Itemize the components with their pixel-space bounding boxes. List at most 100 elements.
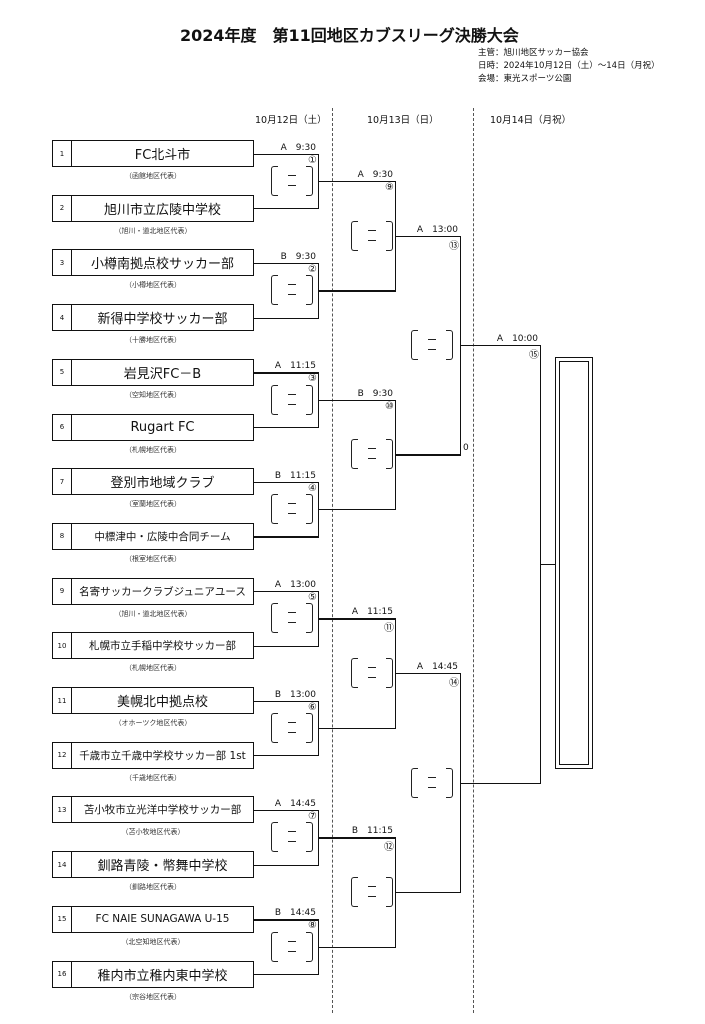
match-number: ① bbox=[308, 154, 317, 166]
team-region: （十勝地区代表） bbox=[125, 336, 181, 345]
match-time: A 13:00 bbox=[416, 224, 458, 235]
match-number: ② bbox=[308, 263, 317, 275]
team-region: （旭川・道北地区代表） bbox=[114, 226, 192, 235]
team-name: 旭川市立広陵中学校 bbox=[103, 202, 221, 218]
team-name: 稚内市立稚内東中学校 bbox=[97, 968, 228, 984]
match-number: ⑤ bbox=[308, 592, 317, 604]
bracket-line bbox=[254, 427, 319, 429]
bracket-line bbox=[318, 946, 396, 948]
bracket-line bbox=[318, 290, 396, 292]
bracket-line bbox=[254, 372, 319, 374]
score-bracket bbox=[271, 384, 313, 415]
team-entry: 8 中標津中・広陵中合同チーム bbox=[52, 522, 254, 550]
bracket-line bbox=[254, 919, 319, 921]
team-region: （北空知地区代表） bbox=[121, 937, 185, 946]
team-seed-number: 14 bbox=[53, 852, 72, 878]
team-entry: 14 釧路青陵・幣舞中学校 bbox=[52, 851, 254, 879]
team-seed-number: 3 bbox=[53, 250, 72, 276]
team-seed-number: 8 bbox=[53, 523, 72, 549]
match-time: A 9:30 bbox=[280, 142, 316, 153]
organizer: 主管：旭川地区サッカー協会 bbox=[478, 48, 589, 58]
match-time: B 11:15 bbox=[351, 826, 393, 837]
day-1-label: 10月12日（土） bbox=[255, 115, 327, 126]
bracket-line bbox=[395, 891, 461, 894]
team-region: （室蘭地区代表） bbox=[125, 500, 181, 509]
match-time: B 11:15 bbox=[274, 470, 316, 481]
match-time: B 9:30 bbox=[357, 388, 393, 399]
team-name: 岩見沢FC－B bbox=[123, 366, 202, 382]
bracket-line bbox=[254, 864, 319, 866]
match-number: ⑮ bbox=[529, 349, 539, 361]
bracket-line bbox=[254, 755, 319, 757]
score-bracket bbox=[271, 603, 313, 634]
team-name: 小樽南拠点校サッカー部 bbox=[90, 257, 234, 273]
bracket-line bbox=[318, 618, 396, 620]
match-time: B 14:45 bbox=[274, 908, 316, 919]
bracket-line bbox=[254, 481, 319, 483]
score-bracket bbox=[411, 329, 453, 360]
team-region: （千歳地区代表） bbox=[125, 773, 181, 782]
team-name: 中標津中・広陵中合同チーム bbox=[94, 530, 231, 543]
team-name: 釧路青陵・幣舞中学校 bbox=[97, 859, 228, 875]
team-region: （札幌地区代表） bbox=[125, 664, 181, 673]
team-name: 名寄サッカークラブジュニアユース bbox=[79, 585, 246, 598]
day-divider bbox=[473, 108, 474, 1013]
bracket-line bbox=[254, 645, 319, 648]
team-name: 美幌北中拠点校 bbox=[116, 695, 208, 710]
team-entry: 7 登別市地域クラブ bbox=[52, 468, 254, 496]
score-bracket bbox=[351, 658, 393, 689]
bracket-line bbox=[254, 536, 319, 538]
match-number: ③ bbox=[308, 373, 317, 385]
champion-box bbox=[555, 357, 593, 769]
score-bracket bbox=[271, 822, 313, 853]
bracket-line bbox=[395, 673, 461, 675]
score-bracket bbox=[271, 165, 313, 196]
day-3-label: 10月14日（月祝） bbox=[490, 115, 572, 126]
team-name: 札幌市立手稲中学校サッカー部 bbox=[89, 640, 236, 653]
score-bracket bbox=[351, 876, 393, 907]
match-time: A 14:45 bbox=[274, 798, 316, 809]
team-region: （宗谷地区代表） bbox=[125, 992, 181, 1001]
dates: 日時：2024年10月12日（土）～14日（月祝） bbox=[478, 61, 660, 71]
team-region: （オホーツク地区代表） bbox=[114, 719, 192, 727]
team-entry: 9 名寄サッカークラブジュニアユース bbox=[52, 577, 254, 605]
score-bracket bbox=[271, 494, 313, 525]
match-number: ⑩ bbox=[385, 400, 394, 412]
match-time: B 13:00 bbox=[274, 689, 316, 700]
score-bracket bbox=[271, 712, 313, 743]
bracket-line bbox=[254, 208, 319, 210]
match-number: ⑭ bbox=[449, 678, 459, 690]
match-number: ⑬ bbox=[449, 240, 459, 252]
match-time: A 14:45 bbox=[416, 662, 458, 673]
team-seed-number: 15 bbox=[53, 906, 72, 932]
team-name: Rugart FC bbox=[130, 419, 195, 435]
score-bracket bbox=[271, 931, 313, 962]
team-region: （釧路地区代表） bbox=[125, 883, 181, 892]
day-divider bbox=[332, 108, 333, 1013]
team-name: 登別市地域クラブ bbox=[110, 476, 215, 492]
team-seed-number: 7 bbox=[53, 469, 72, 495]
bracket-line bbox=[318, 180, 396, 183]
bracket-line bbox=[460, 344, 541, 347]
match-number: ④ bbox=[308, 482, 317, 494]
bracket-line bbox=[460, 782, 541, 784]
page-title: 2024年度 第11回地区カブスリーグ決勝大会 bbox=[180, 26, 519, 45]
team-region: （札幌地区代表） bbox=[125, 445, 181, 454]
team-seed-number: 9 bbox=[53, 578, 72, 604]
team-seed-number: 1 bbox=[53, 141, 72, 166]
team-region: （空知地区代表） bbox=[125, 390, 181, 399]
team-name: 千歳市立千歳中学校サッカー部 1st bbox=[79, 749, 246, 762]
team-seed-number: 13 bbox=[53, 797, 72, 823]
match-time: A 13:00 bbox=[274, 580, 316, 591]
team-seed-number: 2 bbox=[53, 195, 72, 221]
score-bracket bbox=[271, 275, 313, 306]
team-region: （苫小牧地区代表） bbox=[121, 828, 185, 837]
venue: 会場：東光スポーツ公園 bbox=[478, 74, 572, 84]
